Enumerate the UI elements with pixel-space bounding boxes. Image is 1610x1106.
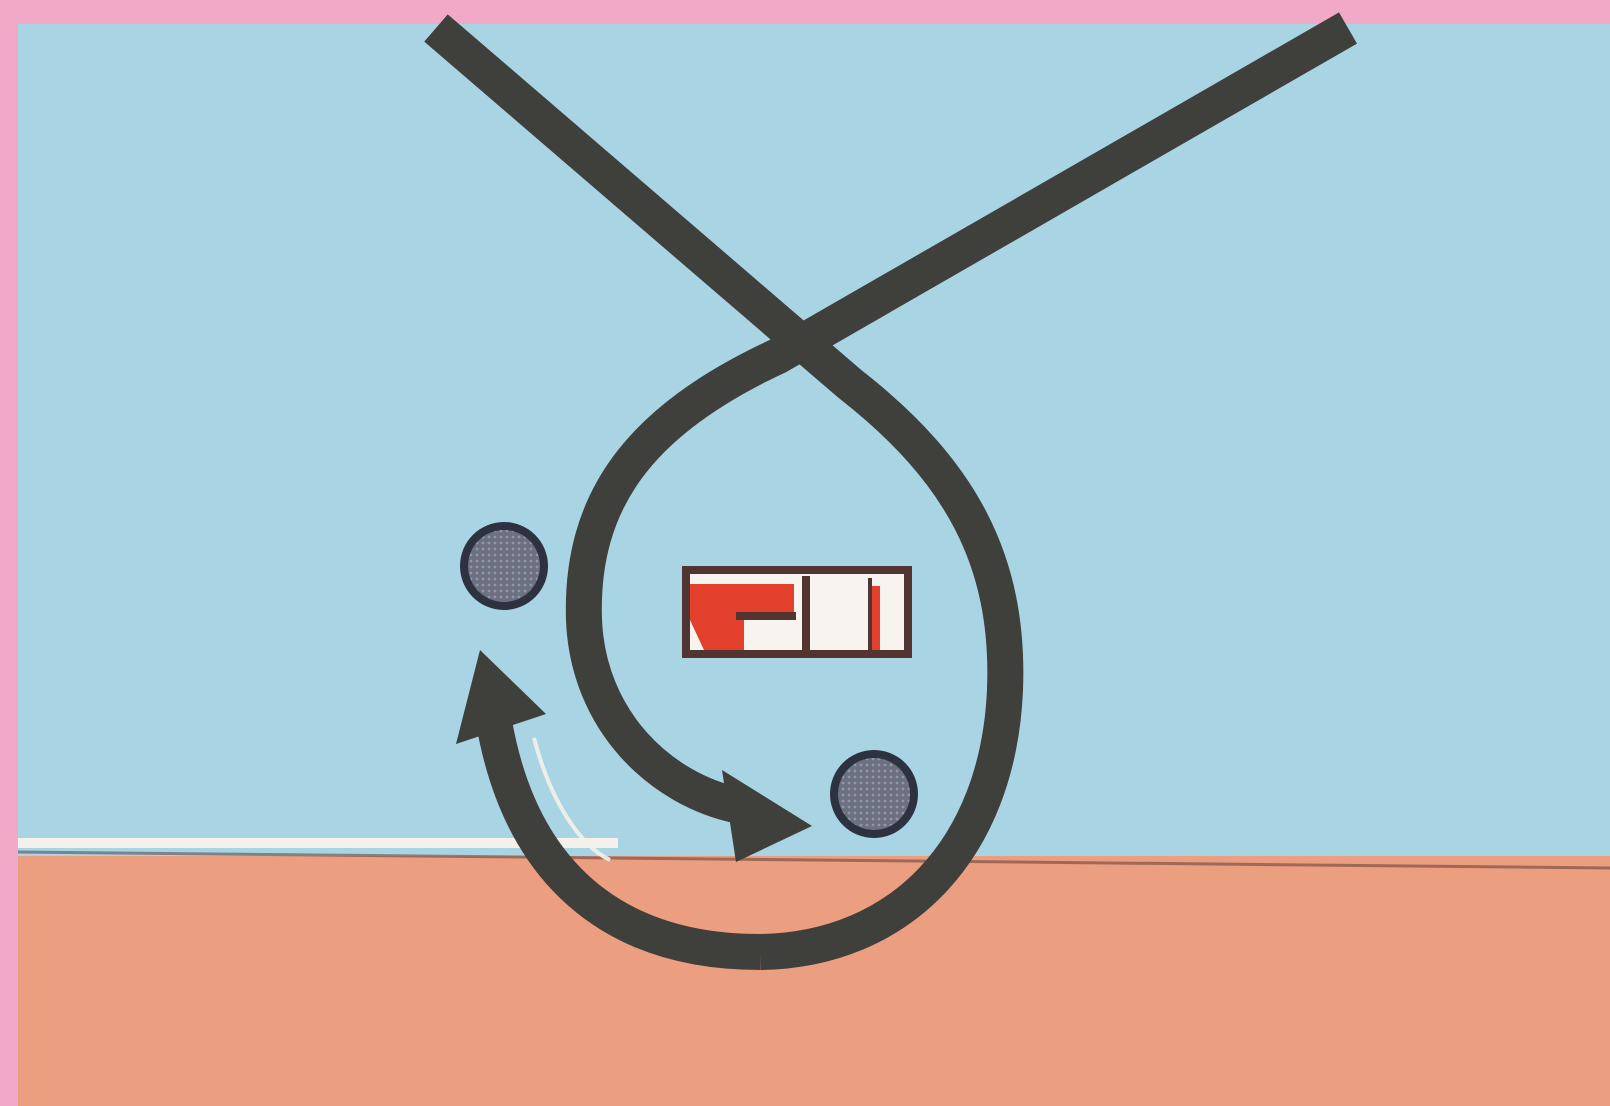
naval-mine-icon — [460, 522, 548, 610]
ground-area — [18, 856, 1610, 1106]
naval-mine-icon — [830, 750, 918, 838]
sky-area — [18, 24, 1610, 856]
ship-icon — [682, 566, 912, 658]
